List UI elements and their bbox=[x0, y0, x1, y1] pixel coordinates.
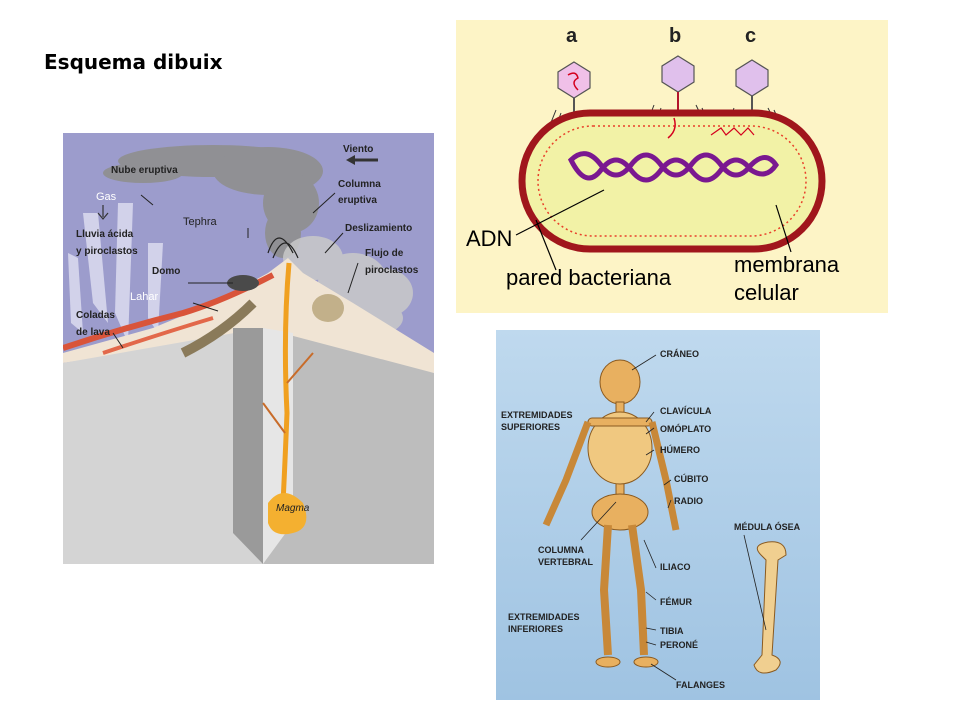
label-celular: celular bbox=[734, 280, 799, 305]
label-b: b bbox=[669, 25, 681, 47]
label-humero: HÚMERO bbox=[660, 444, 700, 455]
label-extremidades-inf: EXTREMIDADES bbox=[508, 612, 580, 622]
label-coladas: Coladas bbox=[76, 310, 115, 321]
label-columna: COLUMNA bbox=[538, 545, 584, 555]
label-lahar: Lahar bbox=[130, 291, 158, 303]
label-cubito: CÚBITO bbox=[674, 473, 708, 484]
dna-strand bbox=[567, 151, 780, 183]
label-tibia: TIBIA bbox=[660, 626, 684, 636]
label-viento: Viento bbox=[343, 144, 373, 155]
label-deslizamiento: Deslizamiento bbox=[345, 223, 412, 234]
label-membrana: membrana bbox=[734, 252, 840, 277]
label-clavicula: CLAVÍCULA bbox=[660, 406, 712, 416]
label-magma: Magma bbox=[276, 503, 310, 514]
label-nube-eruptiva: Nube eruptiva bbox=[111, 165, 178, 176]
skeleton-figure bbox=[542, 359, 787, 674]
phage-a-icon bbox=[547, 61, 602, 133]
label-iliaco: ILIACO bbox=[660, 562, 691, 572]
label-eruptiva: eruptiva bbox=[338, 195, 377, 206]
label-medula-osea: MÉDULA ÓSEA bbox=[734, 521, 801, 532]
bacteria-diagram: a b c ADN pared bacteriana membrana celu… bbox=[456, 20, 888, 313]
label-extremidades-sup: EXTREMIDADES bbox=[501, 410, 573, 420]
label-omoplato: OMÓPLATO bbox=[660, 423, 711, 434]
label-columna: Columna bbox=[338, 179, 381, 190]
label-pared-bacteriana: pared bacteriana bbox=[506, 265, 672, 290]
label-flujo-piroclastos: piroclastos bbox=[365, 265, 419, 276]
volcano-diagram: Viento Nube eruptiva Gas Columna eruptiv… bbox=[62, 133, 434, 564]
label-superiores: SUPERIORES bbox=[501, 422, 560, 432]
page-title: Esquema dibuix bbox=[44, 50, 223, 74]
label-perone: PERONÉ bbox=[660, 640, 698, 650]
skeleton-diagram: CRÁNEO EXTREMIDADES SUPERIORES CLAVÍCULA… bbox=[496, 330, 820, 700]
gas-arrow-icon bbox=[97, 205, 109, 220]
label-craneo: CRÁNEO bbox=[660, 349, 699, 359]
label-adn: ADN bbox=[466, 226, 512, 251]
label-inferiores: INFERIORES bbox=[508, 624, 563, 634]
label-gas: Gas bbox=[96, 191, 117, 203]
label-falanges: FALANGES bbox=[676, 680, 725, 690]
label-de-lava: de lava bbox=[76, 327, 110, 338]
cell-wall bbox=[518, 109, 826, 253]
label-radio: RADIO bbox=[674, 496, 703, 506]
label-vertebral: VERTEBRAL bbox=[538, 557, 594, 567]
label-piroclastos: y piroclastos bbox=[76, 246, 138, 257]
label-domo: Domo bbox=[152, 266, 180, 277]
label-flujo: Flujo de bbox=[365, 248, 404, 259]
label-c: c bbox=[745, 25, 756, 47]
label-lluvia: Lluvia ácida bbox=[76, 229, 134, 240]
label-tephra: Tephra bbox=[183, 216, 218, 228]
label-a: a bbox=[566, 25, 578, 47]
label-femur: FÉMUR bbox=[660, 597, 692, 607]
